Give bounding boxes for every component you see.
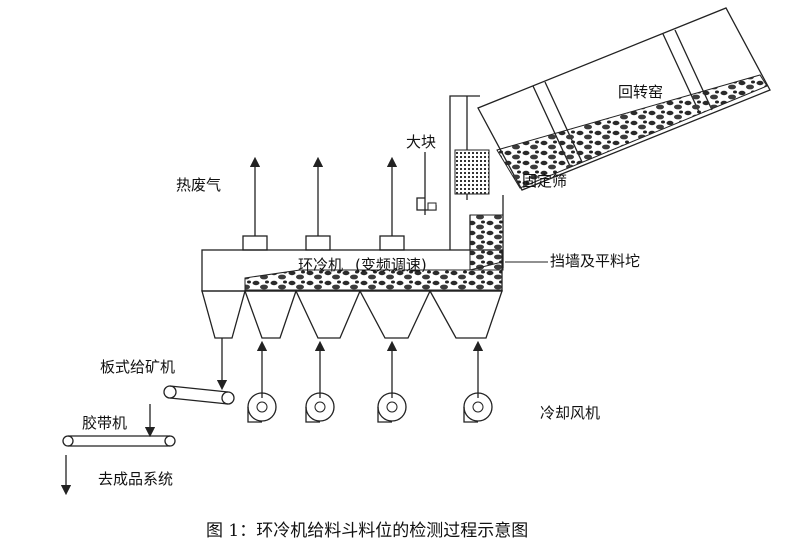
fan-icon [247,392,277,423]
retaining-wall [469,214,504,271]
big-block-label: 大块 [406,133,436,151]
belt-conveyor [62,435,176,447]
finished-product-label: 去成品系统 [98,470,173,488]
fan-icon [463,392,493,423]
plate-feeder-label: 板式给矿机 [100,358,175,376]
figure-caption: 图 1：环冷机给料斗料位的检测过程示意图 [206,521,528,541]
cooling-air-arrows [256,340,484,398]
retaining-wall-label: 挡墙及平料坨 [550,252,640,270]
fan-icon [377,392,407,423]
big-block-discharge [416,152,437,215]
fan-icon [305,392,335,423]
vfd-label: (变频调速) [355,256,427,274]
plate-feeder [163,385,235,405]
rotary-kiln [477,7,771,191]
hot-gas-label: 热废气 [176,176,221,194]
cooling-fans [247,392,493,423]
chute-structure [449,95,504,271]
fan-label: 冷却风机 [540,404,600,422]
belt-label: 胶带机 [82,414,127,432]
cooler-label: 环冷机 [298,256,343,274]
kiln-label: 回转窑 [618,83,663,101]
hot-gas-arrows [249,156,398,236]
annular-cooler [201,235,503,339]
fixed-screen-label: 固定筛 [522,172,567,190]
fixed-screen [454,149,490,195]
